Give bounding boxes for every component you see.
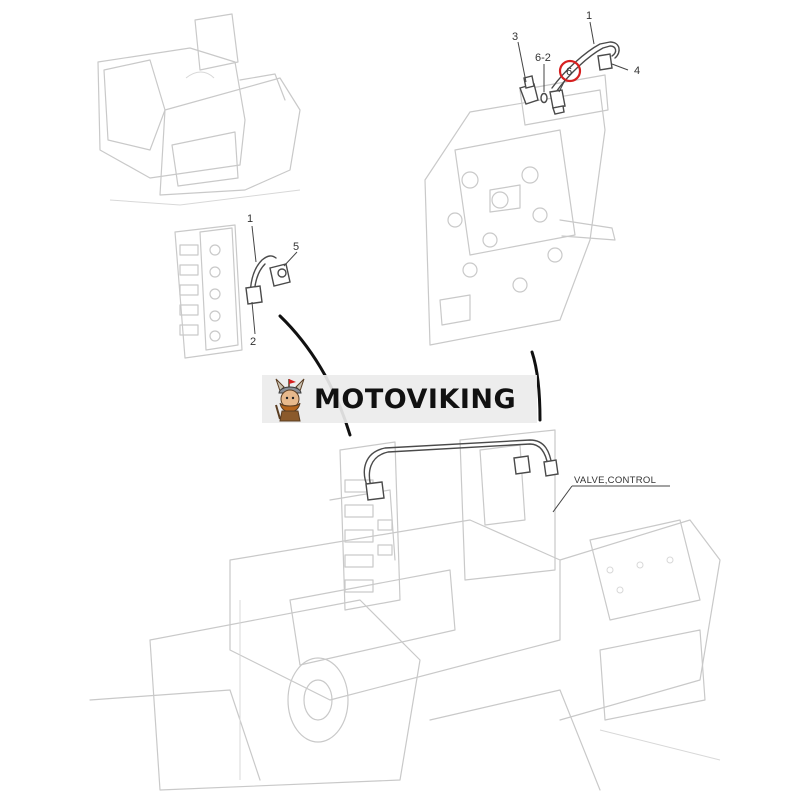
callout-left-5: 5 — [293, 241, 299, 253]
control-valve-block-outline — [424, 74, 616, 346]
excavator-cab-outline — [97, 13, 301, 206]
lower-hose — [363, 439, 553, 489]
callout-top-4: 4 — [634, 65, 640, 77]
hose-part-1-top — [551, 41, 620, 89]
lower-valve-assembly — [339, 429, 559, 611]
top-right-parts-detail — [519, 41, 620, 115]
left-valve-bank-outline — [174, 224, 243, 359]
lower-frame-outline — [89, 489, 721, 791]
callout-left-1: 1 — [247, 213, 253, 225]
leader-arc-right — [530, 350, 542, 422]
sensor-part-6 — [549, 89, 566, 109]
callout-top-1: 1 — [586, 10, 592, 22]
lower-tee-fitting — [513, 455, 531, 475]
fitting-part-4 — [597, 53, 613, 71]
callout-top-6: 6 — [566, 66, 572, 78]
lower-hose-fitting-right — [543, 459, 559, 477]
lower-hose-fitting-left — [365, 481, 385, 501]
fitting-part-2 — [245, 285, 263, 305]
label-valve-control: VALVE,CONTROL — [574, 475, 656, 486]
viking-mascot-icon — [275, 378, 305, 422]
left-parts-detail — [245, 255, 291, 305]
brand-name: MOTOVIKING — [314, 383, 517, 415]
callout-top-6-2: 6-2 — [535, 52, 551, 64]
watermark-banner: MOTOVIKING — [262, 375, 537, 423]
callout-left-2: 2 — [250, 336, 256, 348]
callout-labels: 1 3 6-2 6 4 1 5 2 VALVE,CONTROL — [247, 10, 670, 513]
highlight-circle-part-6 — [558, 59, 582, 83]
callout-top-3: 3 — [512, 31, 518, 43]
o-ring-part-6-2 — [540, 92, 548, 104]
